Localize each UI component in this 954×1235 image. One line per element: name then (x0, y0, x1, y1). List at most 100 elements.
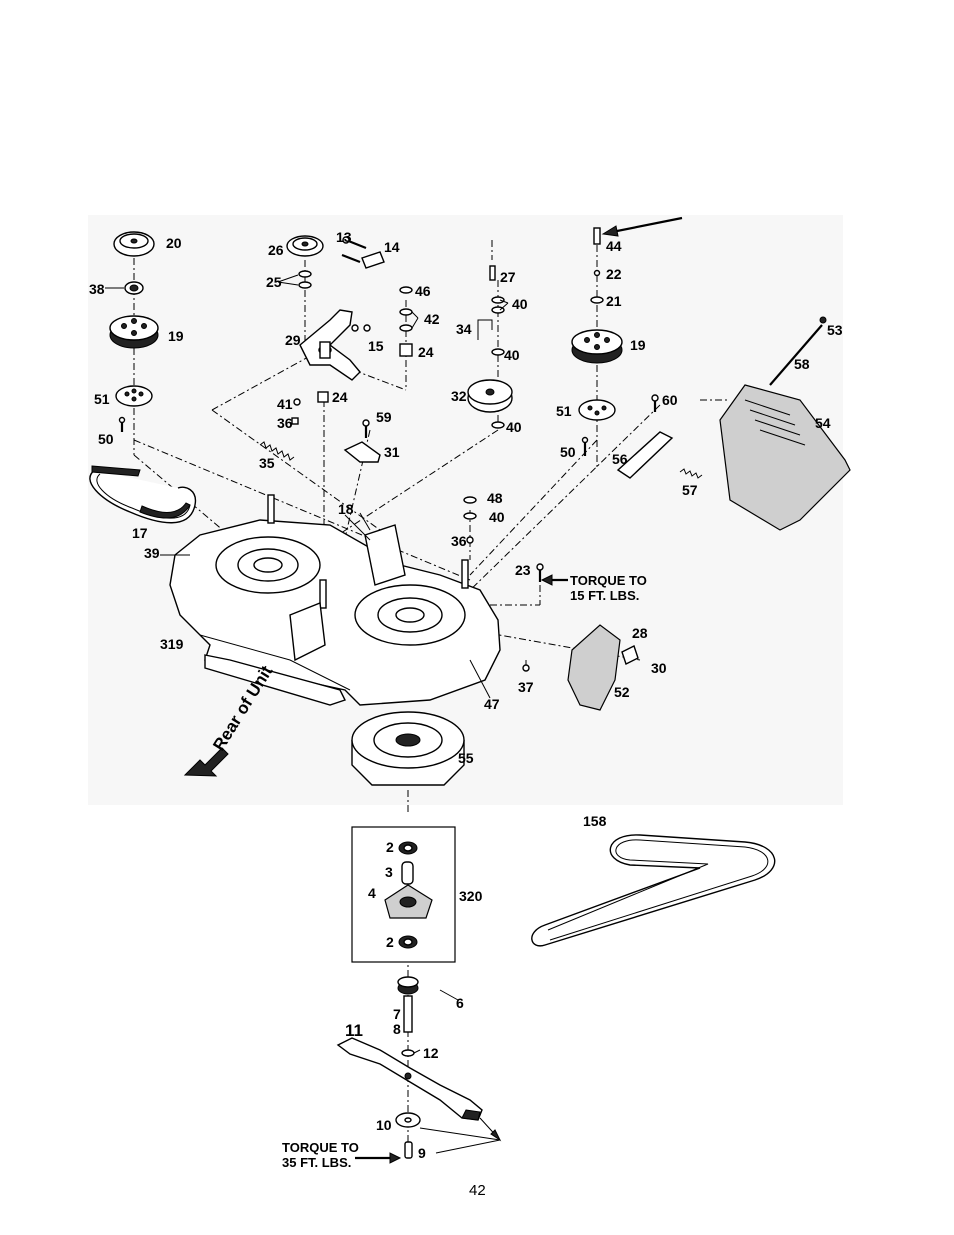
label-50-right: 50 (560, 444, 576, 460)
label-19-left: 19 (168, 328, 184, 344)
label-15: 15 (368, 338, 384, 354)
label-2-upper: 2 (386, 839, 394, 855)
torque-15-line1: TORQUE TO (570, 573, 647, 588)
label-31: 31 (384, 444, 400, 460)
label-46: 46 (415, 283, 431, 299)
label-23: 23 (515, 562, 531, 578)
label-2-lower: 2 (386, 934, 394, 950)
torque-15-line2: 15 FT. LBS. (570, 588, 639, 603)
label-51-left: 51 (94, 391, 110, 407)
label-50-left: 50 (98, 431, 114, 447)
washer-21 (591, 297, 603, 303)
label-11: 11 (345, 1021, 363, 1040)
label-4: 4 (368, 885, 376, 901)
label-6: 6 (456, 995, 464, 1011)
label-41: 41 (277, 396, 293, 412)
washer-40-mid (492, 349, 504, 355)
label-24-upper: 24 (418, 344, 434, 360)
bolt-41 (294, 399, 300, 405)
label-10: 10 (376, 1117, 392, 1133)
torque-35-arrow (355, 1153, 400, 1163)
label-29: 29 (285, 332, 301, 348)
label-18: 18 (338, 501, 354, 517)
label-44: 44 (606, 238, 622, 254)
torque-35-line1: TORQUE TO (282, 1140, 359, 1155)
label-9: 9 (418, 1145, 426, 1161)
label-30: 30 (651, 660, 667, 676)
label-52: 52 (614, 684, 630, 700)
page-number: 42 (469, 1182, 486, 1199)
label-51-right: 51 (556, 403, 572, 419)
washer-12 (402, 1050, 414, 1056)
label-8: 8 (393, 1021, 401, 1037)
washer-22 (595, 271, 600, 276)
pulley-19-left (110, 316, 158, 348)
spacer-24-lower (318, 392, 328, 402)
label-17: 17 (132, 525, 148, 541)
label-27: 27 (500, 269, 516, 285)
label-319: 319 (160, 636, 184, 652)
label-26: 26 (268, 242, 284, 258)
label-39: 39 (144, 545, 160, 561)
label-59: 59 (376, 409, 392, 425)
label-158: 158 (583, 813, 607, 829)
spacer-24-upper (400, 344, 412, 356)
label-35: 35 (259, 455, 275, 471)
bearing-38 (125, 282, 143, 294)
label-24-lower: 24 (332, 389, 348, 405)
diagram-backdrop (88, 215, 843, 805)
label-40-lower: 40 (506, 419, 522, 435)
label-40-deck: 40 (489, 509, 505, 525)
spacer-36-right (467, 537, 473, 543)
bolt-9 (405, 1142, 412, 1158)
label-21: 21 (606, 293, 622, 309)
washer-46 (400, 287, 412, 293)
nut-37 (523, 665, 529, 671)
label-12: 12 (423, 1045, 439, 1061)
label-32: 32 (451, 388, 467, 404)
label-53: 53 (827, 322, 843, 338)
label-13: 13 (336, 229, 352, 245)
label-22: 22 (606, 266, 622, 282)
label-19-right: 19 (630, 337, 646, 353)
label-48: 48 (487, 490, 503, 506)
label-47: 47 (484, 696, 500, 712)
shaft-7-8 (404, 996, 412, 1032)
spindle-housing-55 (352, 712, 464, 785)
belt-158 (532, 835, 775, 946)
label-57: 57 (682, 482, 698, 498)
label-34: 34 (456, 321, 472, 337)
cap-53 (820, 317, 826, 323)
label-14: 14 (384, 239, 400, 255)
bolt-27 (490, 266, 495, 280)
label-20: 20 (166, 235, 182, 251)
blade-leader-lines (420, 1118, 500, 1153)
bolt-44 (594, 228, 600, 244)
pulley-32 (468, 380, 512, 412)
washer-40-lower (492, 422, 504, 428)
label-58: 58 (794, 356, 810, 372)
label-42: 42 (424, 311, 440, 327)
label-36-left: 36 (277, 415, 293, 431)
label-40-upper: 40 (512, 296, 528, 312)
washer-48 (464, 497, 476, 503)
washer-10 (396, 1113, 420, 1127)
washer-40-deck (464, 513, 476, 519)
label-56: 56 (612, 451, 628, 467)
pulley-26 (287, 236, 323, 256)
torque-35-line2: 35 FT. LBS. (282, 1155, 351, 1170)
label-3: 3 (385, 864, 393, 880)
label-38: 38 (89, 281, 105, 297)
label-37: 37 (518, 679, 534, 695)
adapter-51-right (579, 400, 615, 420)
spacer-36-left (292, 418, 298, 424)
label-25: 25 (266, 274, 282, 290)
pulley-19-right (572, 330, 622, 363)
label-36-right: 36 (451, 533, 467, 549)
pulley-20 (114, 232, 154, 256)
label-28: 28 (632, 625, 648, 641)
adapter-51-left (116, 386, 152, 406)
label-60: 60 (662, 392, 678, 408)
label-55: 55 (458, 750, 474, 766)
